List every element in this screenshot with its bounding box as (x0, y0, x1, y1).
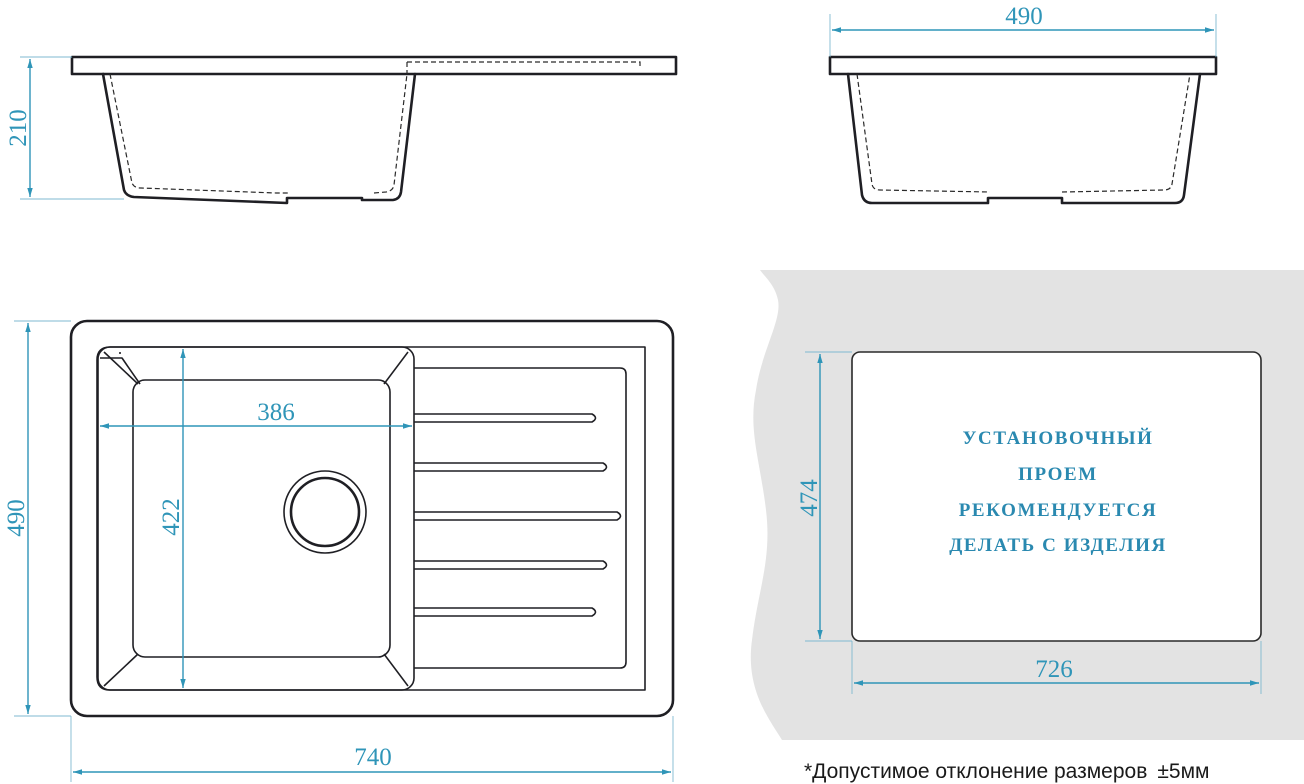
drain-outer (283, 470, 367, 554)
cutout-note-line-3: РЕКОМЕНДУЕТСЯ (959, 500, 1158, 521)
cutout-height-label: 474 (796, 479, 823, 517)
cutout-note-line-4: ДЕЛАТЬ С ИЗДЕЛИЯ (949, 535, 1167, 556)
end-view-rim (828, 55, 1218, 76)
drainboard (414, 367, 627, 669)
cutout-opening (851, 351, 1262, 642)
bowl-height-label: 422 (158, 498, 185, 536)
end-view: 490 (828, 3, 1218, 205)
cutout-view: УСТАНОВОЧНЫЙ ПРОЕМ РЕКОМЕНДУЕТСЯ ДЕЛАТЬ … (750, 270, 1304, 740)
top-width-label: 740 (354, 744, 392, 771)
side-view-rim (70, 55, 678, 76)
tolerance-footnote-text: *Допустимое отклонение размеров (804, 760, 1147, 783)
drain-inner (289, 476, 361, 548)
cutout-width-label: 726 (1035, 656, 1073, 683)
side-view: 210 (5, 55, 678, 205)
end-width-label: 490 (1005, 3, 1043, 30)
side-height-label: 210 (5, 109, 32, 147)
side-view-inner-wall (109, 73, 408, 194)
sink-outer-rim (69, 319, 675, 718)
drainboard-ribs (414, 413, 622, 617)
top-view: 386 422 490 740 (3, 319, 675, 782)
bowl-outer (97, 346, 415, 691)
cutout-note-line-1: УСТАНОВОЧНЫЙ (962, 427, 1153, 449)
tolerance-footnote: *Допустимое отклонение размеров ±5мм (804, 760, 1209, 783)
end-view-inner-wall (856, 73, 1191, 193)
cutout-note-line-2: ПРОЕМ (1018, 464, 1098, 485)
bowl-floor (132, 379, 391, 658)
side-view-bowl (101, 72, 417, 205)
end-view-bowl (846, 72, 1202, 205)
top-height-label: 490 (3, 499, 30, 537)
tolerance-value: ±5мм (1157, 760, 1209, 783)
bowl-width-label: 386 (257, 399, 295, 426)
